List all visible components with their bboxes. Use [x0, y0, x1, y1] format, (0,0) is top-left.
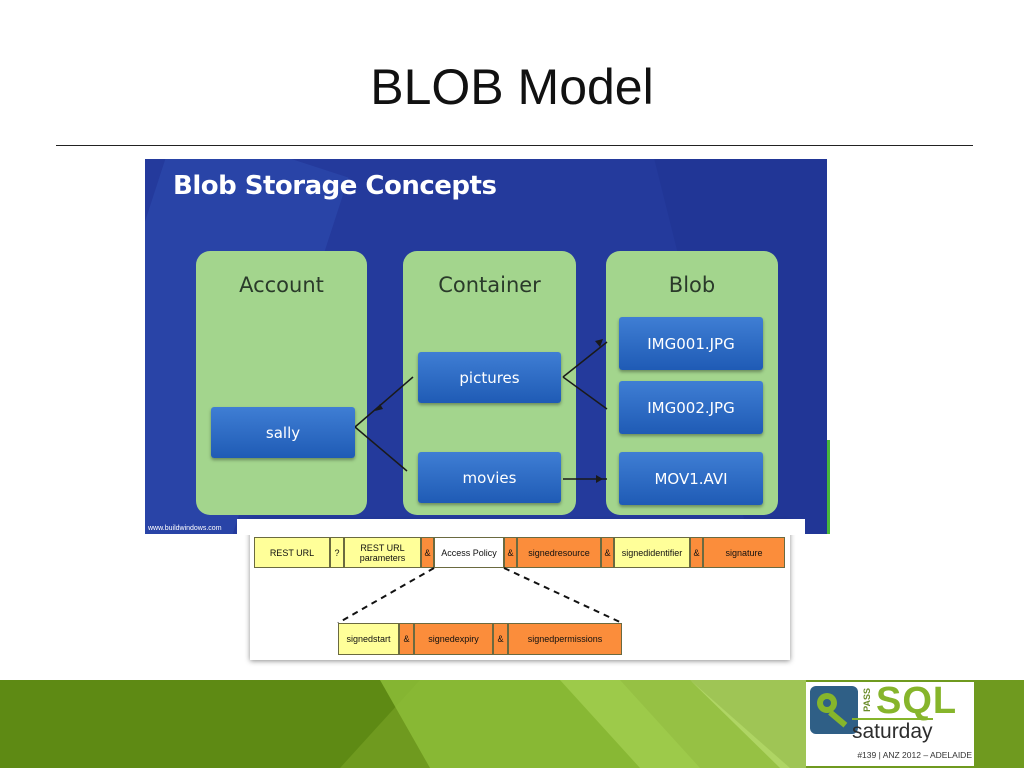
policy-cell: & [399, 623, 414, 655]
connector-line [562, 341, 608, 378]
account-column: Account [196, 251, 367, 515]
title-divider [56, 145, 973, 146]
account-item: sally [211, 407, 355, 458]
blob-label: Blob [668, 273, 716, 297]
footer-stripe [560, 680, 790, 768]
policy-cell: signedresource [517, 537, 601, 568]
blob-item: MOV1.AVI [619, 452, 763, 505]
logo-event-text: #139 | ANZ 2012 – ADELAIDE [857, 750, 972, 760]
blob-item: IMG002.JPG [619, 381, 763, 434]
policy-cell: & [690, 537, 703, 568]
blob-storage-concepts-diagram: Blob Storage Concepts Account Container … [145, 159, 827, 534]
policy-cell: & [421, 537, 434, 568]
relationship-lines [354, 339, 608, 483]
connector-line [562, 376, 608, 410]
container-label: Container [438, 273, 541, 297]
policy-cell: Access Policy [434, 537, 504, 568]
dashed-line [503, 567, 623, 624]
policy-cell: signedpermissions [508, 623, 622, 655]
policy-cell: signedexpiry [414, 623, 493, 655]
dashed-line [337, 567, 435, 624]
arrowhead [596, 475, 603, 483]
policy-cell: REST URL [254, 537, 330, 568]
key-logo-icon [810, 686, 858, 734]
connector-line [354, 426, 408, 472]
policy-cell: signature [703, 537, 785, 568]
slide-title: BLOB Model [370, 59, 654, 115]
policy-cell: signedidentifier [614, 537, 690, 568]
policy-cell: ? [330, 537, 344, 568]
green-edge [827, 440, 830, 534]
policy-cell: signedstart [338, 623, 399, 655]
container-item: pictures [418, 352, 561, 403]
image-credit: www.buildwindows.com [148, 525, 222, 532]
logo-saturday-text: saturday [852, 718, 933, 743]
arrowhead [595, 339, 603, 347]
concepts-heading: Blob Storage Concepts [173, 171, 497, 201]
policy-cell: & [493, 623, 508, 655]
expansion-lines [337, 567, 623, 624]
footer-stripe [0, 680, 420, 768]
footer-stripe [690, 680, 806, 768]
connector-line [354, 376, 414, 428]
account-label: Account [239, 273, 324, 297]
access-policy-cells: REST URL ? REST URL parameters & Access … [250, 521, 790, 660]
logo-sql-text: SQL [876, 680, 958, 722]
policy-cell: & [601, 537, 614, 568]
logo-pass-text: PASS [862, 688, 872, 712]
blob-item: IMG001.JPG [619, 317, 763, 370]
policy-frame-top [237, 519, 805, 535]
container-item: movies [418, 452, 561, 503]
arrowhead [375, 404, 383, 411]
policy-cell: REST URL parameters [344, 537, 421, 568]
policy-cell: & [504, 537, 517, 568]
